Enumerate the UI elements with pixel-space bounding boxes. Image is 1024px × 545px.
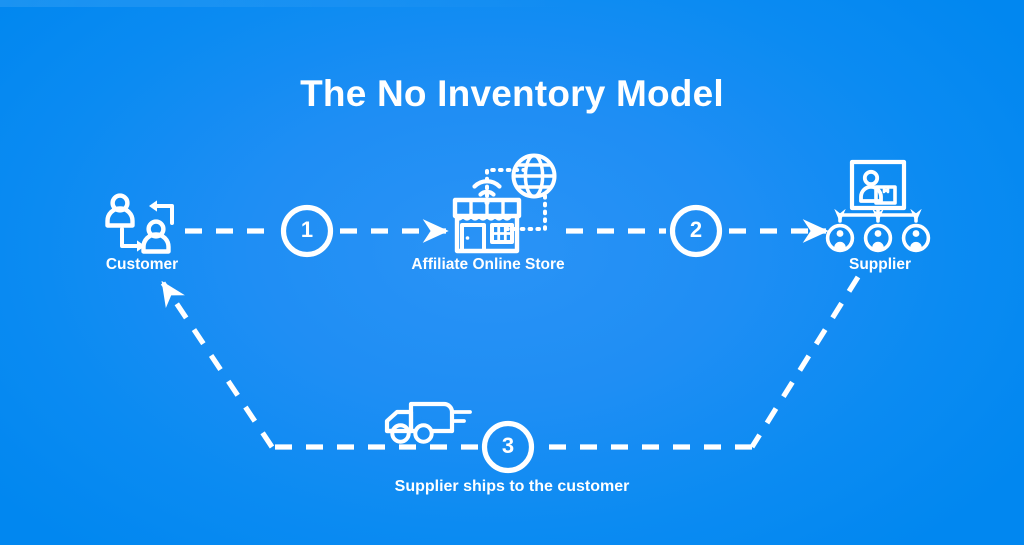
supplier-branch-lines	[834, 206, 922, 223]
step-number-1: 1	[300, 217, 314, 242]
supplier-node-3	[901, 223, 931, 253]
step-circle-2	[669, 204, 723, 258]
page-title: The No Inventory Model	[300, 73, 724, 114]
storefront-icon	[452, 197, 522, 254]
supplier-network-icon	[825, 159, 931, 253]
two-people-exchange-icon	[105, 193, 174, 254]
node-label-supplier: Supplier	[848, 256, 911, 273]
connector-store-to-supplier	[566, 204, 829, 258]
node-label-affiliate-online-store: Affiliate Online Store	[411, 256, 565, 273]
connector-supplier-to-customer	[160, 275, 861, 474]
shipping-caption: Supplier ships to the customer	[394, 478, 630, 495]
step-circle-1	[280, 204, 334, 258]
step-circle-3	[481, 420, 535, 474]
connector-customer-to-store	[185, 204, 449, 258]
supplier-node-2	[863, 223, 893, 253]
step-number-3: 3	[501, 433, 515, 458]
globe-icon	[511, 153, 557, 199]
supplier-node-1	[825, 223, 855, 253]
step-number-2: 2	[689, 217, 703, 242]
node-label-customer: Customer	[105, 256, 179, 273]
supplier-person-box-icon	[849, 159, 907, 211]
dashed-line-supplier-descend	[749, 275, 861, 449]
delivery-truck-icon	[384, 401, 472, 444]
dashed-arrow-to-customer	[160, 280, 275, 449]
storefront-wifi-globe-icon	[452, 153, 557, 254]
